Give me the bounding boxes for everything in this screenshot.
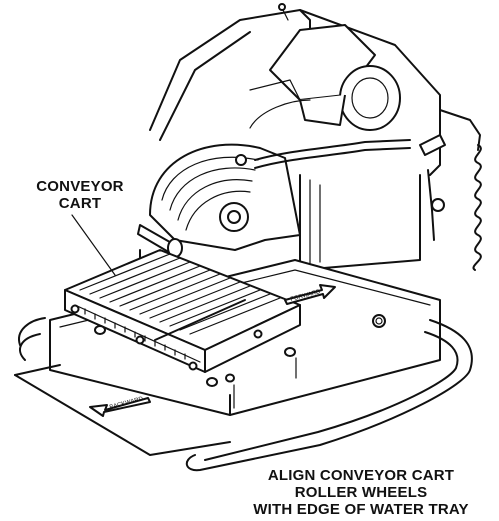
conveyor-cart-leader [71,214,116,276]
water-hose [249,99,411,169]
cart-grate [79,253,281,341]
motor [249,24,401,131]
spring [472,144,482,271]
stand [18,317,473,472]
cart-roller-wheels [94,325,296,387]
cart-ruler [74,304,201,363]
handle [137,224,183,258]
floor-sheet [14,364,231,456]
alignment-instruction-label: ALIGN CONVEYOR CART ROLLER WHEELS WITH E… [253,467,469,518]
conveyor-cart-label: CONVEYOR CART [36,178,124,212]
backward-arrow: BACKWARD [89,396,151,417]
alignment-pointers [233,357,297,409]
blade-guard [149,143,301,251]
conveyor-cart [64,249,301,387]
head-arm [419,134,446,241]
